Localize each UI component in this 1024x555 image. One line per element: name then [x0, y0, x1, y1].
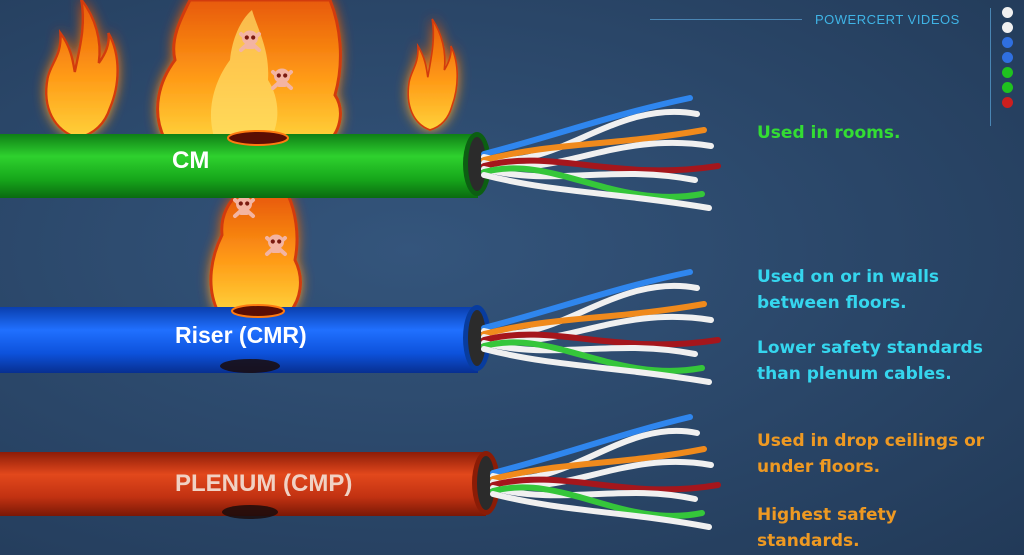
- wire-strand: [490, 414, 693, 476]
- twisted-pair-wires: [481, 95, 721, 530]
- indicator-dot: [1002, 52, 1013, 63]
- note-plenum-usage: Used in drop ceilings or under floors.: [757, 431, 985, 477]
- fire-icon: [209, 193, 302, 314]
- wire-strand: [481, 95, 693, 157]
- note-plenum-safety: Highest safety standards.: [757, 505, 897, 551]
- wire-strand: [490, 484, 705, 519]
- cable-cmp: [0, 451, 500, 519]
- note-cm-usage: Used in rooms.: [757, 123, 901, 143]
- skull-crossbones-icon: [265, 232, 287, 256]
- wire-strand: [481, 339, 705, 374]
- note-riser-usage: Used on or in walls between floors.: [757, 267, 940, 313]
- indicator-dots: [1002, 7, 1024, 108]
- indicator-dot: [1002, 22, 1013, 33]
- indicator-dot: [1002, 67, 1013, 78]
- brand-name: POWERCERT VIDEOS: [815, 12, 960, 27]
- wire-strand: [490, 491, 712, 530]
- wire-strand: [490, 485, 698, 502]
- wire-strand: [481, 172, 712, 211]
- wire-strand: [481, 127, 707, 163]
- indicator-dot: [1002, 97, 1013, 108]
- wire-strand: [490, 476, 721, 493]
- cable-cm: [0, 130, 491, 198]
- fire-icon: [45, 0, 119, 140]
- indicator-dot: [1002, 7, 1013, 18]
- header-divider: [650, 19, 802, 20]
- wire-strand: [481, 301, 707, 337]
- cable-label-cm: CM: [172, 147, 210, 174]
- cable-label-plenum: PLENUM (CMP): [175, 470, 353, 497]
- wire-strand: [481, 340, 698, 357]
- skull-crossbones-icon: [239, 28, 261, 52]
- cable-label-riser: Riser (CMR): [175, 322, 307, 348]
- sidebar-divider: [990, 8, 991, 126]
- wire-strand: [481, 346, 712, 385]
- cable-cmr: [0, 304, 491, 373]
- note-riser-safety: Lower safety standards than plenum cable…: [757, 338, 983, 384]
- wire-strand: [481, 331, 721, 348]
- fire-icon: [156, 0, 342, 142]
- indicator-dot: [1002, 37, 1013, 48]
- wire-strand: [481, 165, 705, 200]
- indicator-dot: [1002, 82, 1013, 93]
- wire-strand: [490, 446, 707, 482]
- skull-crossbones-icon: [271, 66, 293, 90]
- wire-strand: [481, 166, 698, 183]
- fire-icon: [407, 18, 459, 131]
- wire-strand: [481, 157, 721, 174]
- skull-crossbones-icon: [233, 194, 255, 218]
- wire-strand: [481, 269, 693, 331]
